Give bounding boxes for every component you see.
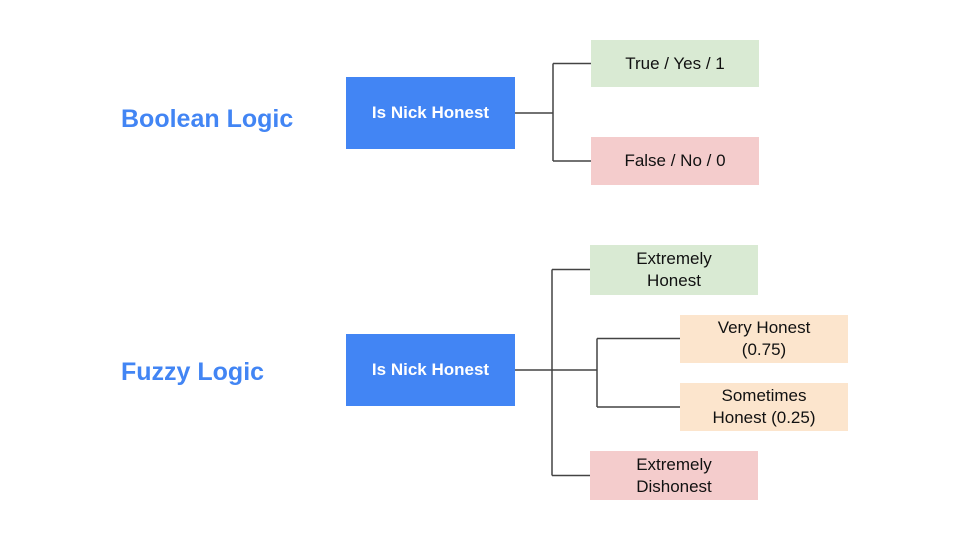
outcome-extremely-dishonest: Extremely Dishonest — [590, 451, 758, 500]
outcome-false-no-0: False / No / 0 — [591, 137, 759, 185]
outcome-very-honest: Very Honest (0.75) — [680, 315, 848, 363]
outcome-true-yes-1: True / Yes / 1 — [591, 40, 759, 87]
outcome-extremely-honest: Extremely Honest — [590, 245, 758, 295]
root-node-boolean: Is Nick Honest — [346, 77, 515, 149]
outcome-sometimes-honest: Sometimes Honest (0.25) — [680, 383, 848, 431]
root-node-fuzzy: Is Nick Honest — [346, 334, 515, 406]
section-label-boolean-logic: Boolean Logic — [121, 105, 294, 133]
boolean-connectors — [515, 62, 591, 162]
section-label-fuzzy-logic: Fuzzy Logic — [121, 358, 265, 386]
fuzzy-connectors — [515, 268, 680, 477]
